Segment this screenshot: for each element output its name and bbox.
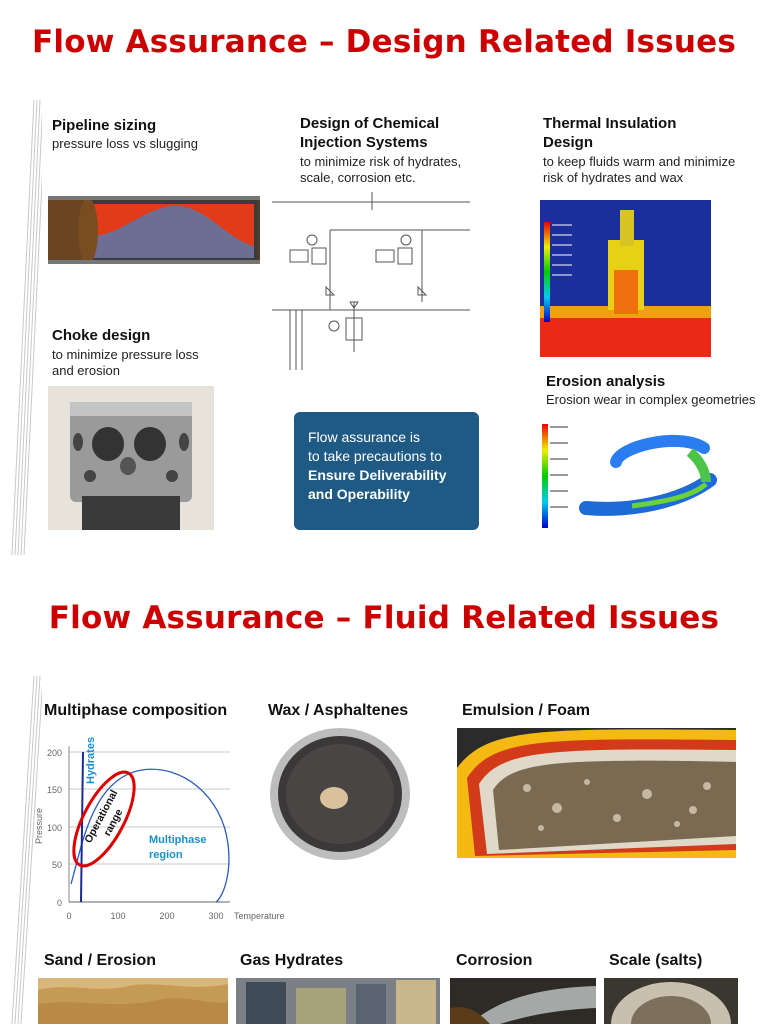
callout-line-2: to take precautions to: [308, 448, 442, 464]
pipeline-sizing-sub: pressure loss vs slugging: [52, 136, 198, 151]
decorative-stripes-2: [11, 676, 42, 1024]
x-tick-0: 0: [66, 911, 71, 921]
erosion-sub: Erosion wear in complex geometries: [546, 392, 756, 407]
erosion-heading: Erosion analysis: [546, 373, 666, 390]
wax-heading: Wax / Asphaltenes: [268, 702, 409, 719]
corrosion-heading: Corrosion: [456, 952, 533, 969]
sand-erosion-image: [38, 978, 228, 1024]
thermal-sub-1: to keep fluids warm and minimize: [543, 154, 736, 169]
choke-sub-1: to minimize pressure loss: [52, 347, 199, 362]
gas-hydrates-image: [236, 978, 440, 1024]
region-label-2: region: [149, 849, 183, 861]
y-tick-0: 0: [57, 898, 62, 908]
slide1-title: Flow Assurance – Design Related Issues: [32, 24, 736, 60]
definition-callout: Flow assurance is to take precautions to…: [294, 412, 479, 530]
thermal-heading-2: Design: [543, 134, 594, 151]
chemical-sub-1: to minimize risk of hydrates,: [300, 154, 462, 169]
hydrates-label: Hydrates: [85, 737, 97, 784]
decorative-stripes: [11, 100, 42, 555]
callout-line-1: Flow assurance is: [308, 429, 421, 445]
region-label-1: Multiphase: [149, 834, 206, 846]
x-tick-100: 100: [110, 911, 125, 921]
x-tick-300: 300: [208, 911, 223, 921]
y-tick-50: 50: [52, 860, 62, 870]
pipeline-sizing-heading: Pipeline sizing: [52, 117, 157, 134]
y-tick-100: 100: [47, 823, 62, 833]
scale-heading: Scale (salts): [609, 952, 703, 969]
x-axis-label: Temperature: [234, 911, 285, 921]
emulsion-pipe-image: [457, 728, 736, 858]
sand-heading: Sand / Erosion: [44, 952, 157, 969]
y-tick-200: 200: [47, 748, 62, 758]
choke-heading: Choke design: [52, 327, 151, 344]
phase-envelope-diagram: 0 50 100 150 200 0 100 200 300 Temperatu…: [34, 737, 285, 921]
thermal-simulation-image: [540, 200, 711, 357]
chemical-heading-2: Injection Systems: [300, 134, 428, 151]
callout-bold-1: Ensure Deliverability: [308, 467, 447, 483]
chemical-heading-1: Design of Chemical: [300, 115, 440, 132]
thermal-heading-1: Thermal Insulation: [543, 115, 677, 132]
x-tick-200: 200: [159, 911, 174, 921]
injection-schematic: [272, 192, 470, 370]
slide2-title: Flow Assurance – Fluid Related Issues: [48, 600, 720, 636]
operational-range-ellipse: [72, 770, 136, 868]
corrosion-image: [450, 978, 596, 1024]
chemical-sub-2: scale, corrosion etc.: [300, 170, 416, 185]
phase-envelope-curve: [70, 768, 230, 903]
choke-image: [48, 386, 214, 530]
wax-deposit-image: [268, 726, 412, 862]
emulsion-heading: Emulsion / Foam: [462, 702, 591, 719]
multiphase-heading: Multiphase composition: [44, 702, 228, 719]
callout-bold-2: and Operability: [308, 486, 410, 502]
y-tick-150: 150: [47, 785, 62, 795]
hydrate-curve: [80, 751, 84, 903]
erosion-simulation-image: [540, 412, 720, 534]
gas-hydrates-heading: Gas Hydrates: [240, 952, 344, 969]
scale-image: [604, 978, 738, 1024]
thermal-sub-2: risk of hydrates and wax: [543, 170, 684, 185]
y-axis-label: Pressure: [34, 808, 44, 844]
pipeline-slug-image: [48, 196, 260, 264]
choke-sub-2: and erosion: [52, 363, 120, 378]
